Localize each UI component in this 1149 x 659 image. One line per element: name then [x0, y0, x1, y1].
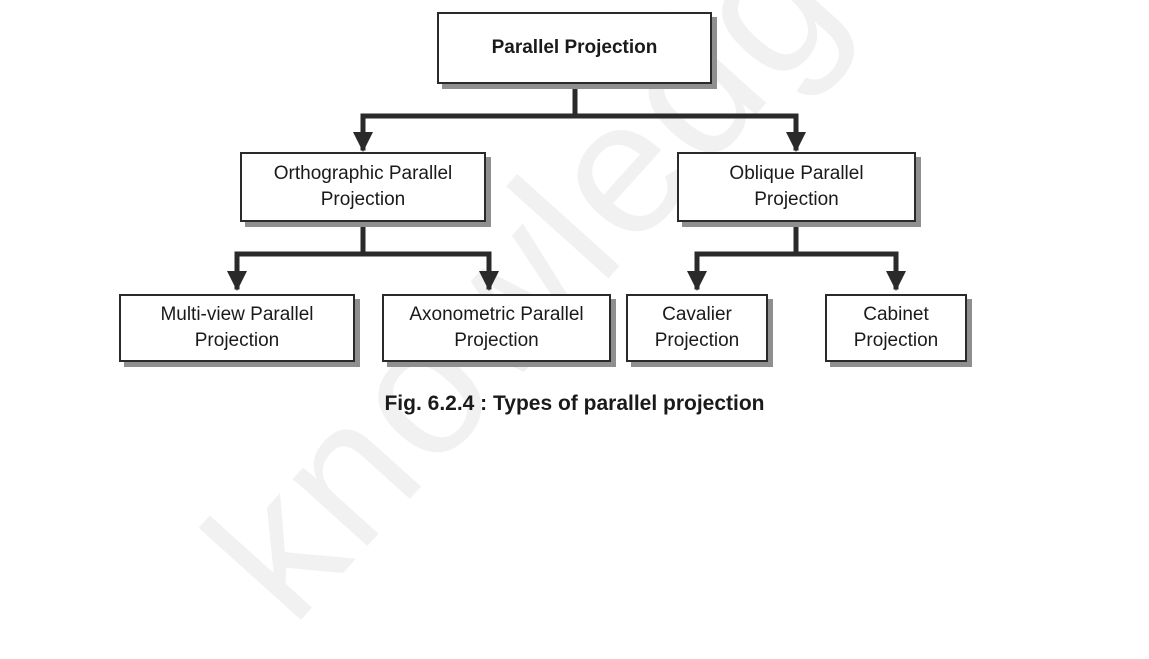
node-label-line: Parallel Projection: [491, 37, 658, 59]
node-label-line: Projection: [320, 189, 406, 210]
node-label-line: Orthographic Parallel: [273, 163, 453, 185]
node-label-line: Multi-view Parallel: [160, 304, 314, 326]
node-label-line: Projection: [754, 189, 839, 210]
node-label-line: Projection: [454, 330, 539, 351]
node-label-line: Projection: [853, 330, 939, 351]
node-label-line: Cabinet: [863, 304, 929, 326]
node-label-line: Projection: [654, 330, 740, 351]
node-label-line: Projection: [194, 330, 280, 351]
figure-caption: Fig. 6.2.4 : Types of parallel projectio…: [384, 392, 765, 415]
node-label-line: Axonometric Parallel: [409, 304, 584, 326]
tree-connectors: [227, 83, 906, 291]
node-label-line: Cavalier: [662, 304, 732, 326]
node-parallel-projection: Parallel Projection: [437, 12, 712, 84]
node-label-line: Oblique Parallel: [729, 163, 864, 185]
